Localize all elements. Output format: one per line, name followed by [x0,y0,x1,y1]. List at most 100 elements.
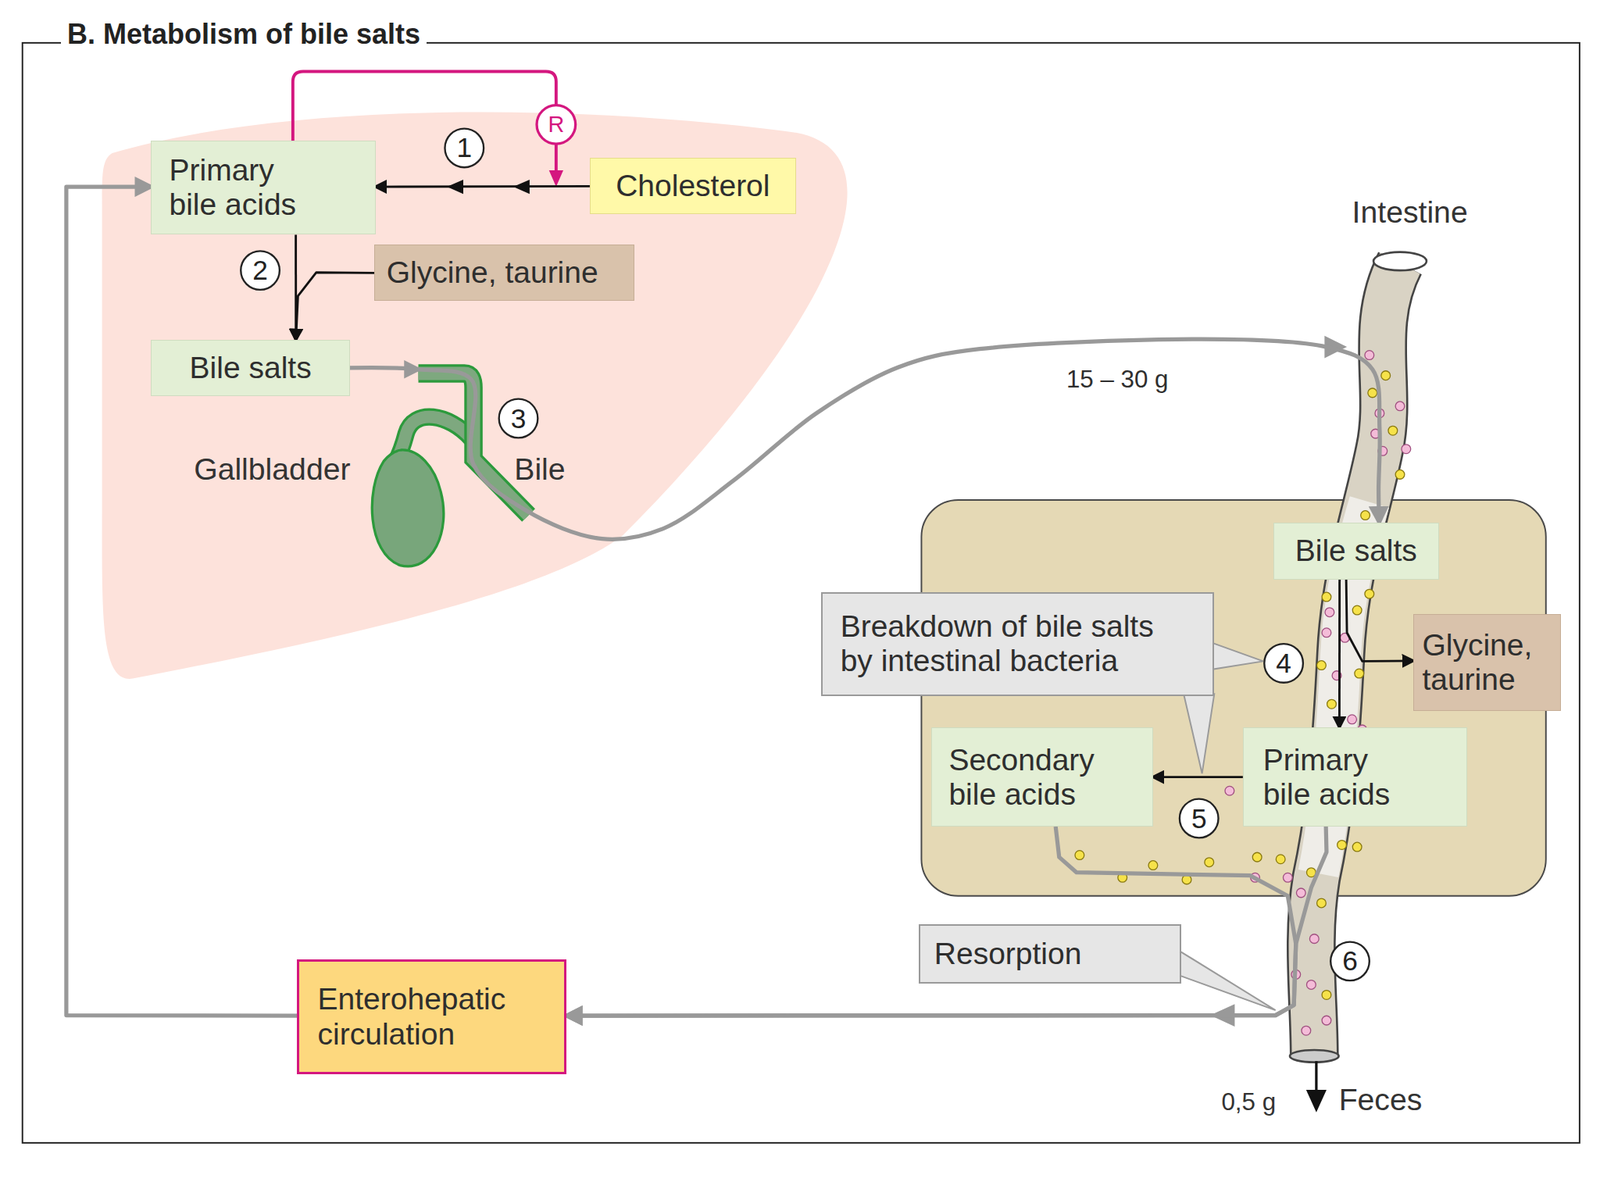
flow-arrow [296,272,375,340]
part-name: Feces [1339,1084,1423,1115]
bile-particle [1367,388,1378,398]
bile-particle [1075,850,1085,861]
flow-arrow [1338,579,1341,728]
part-name: Bile [514,453,565,485]
bile-particle [1352,605,1362,615]
bile-particle [1317,660,1327,671]
bile-particle [1381,371,1391,381]
bile-particle [1204,857,1215,868]
bile-particle [1364,589,1375,599]
regulation-mark: R [547,113,565,136]
flow-arrow [566,826,1327,1016]
diagram-title: B. Metabolism of bile salts [60,18,427,50]
bile-particle [1395,469,1405,479]
feces-arrow [1314,1060,1318,1094]
bile-particle [1337,840,1347,850]
bile-particle [1225,785,1235,796]
cholesterol-box: Cholesterol [589,157,797,215]
callout-circle [1179,799,1219,839]
node-text: Breakdown of bile salts by intestinal ba… [840,609,1183,679]
flow-arrow [66,186,297,1016]
callout-number: 2 [252,256,268,284]
callout-pointer [1179,950,1276,1011]
bile-acid-box: Primary bile acids [1242,727,1468,827]
callout-box: Resorption [918,924,1183,984]
node-text: Enterohepatic circulation [317,982,547,1051]
regulation-arrowhead [549,170,564,187]
callout-number: 1 [456,134,472,162]
node-text: Resorption [934,936,1171,972]
bile-particle [1325,607,1335,618]
bile-salt-box: Bile salts [150,339,350,397]
flow-arrow [566,826,1297,1016]
bile-particle [1296,888,1306,898]
bile-particle [1301,1025,1311,1036]
callout-circle [1330,942,1370,982]
flow-arrow [1153,775,1243,779]
callout-box: Breakdown of bile salts by intestinal ba… [821,592,1215,697]
amino-acid-box: Glycine, taurine [1413,614,1561,711]
intestine-end [1289,1050,1340,1063]
flow-arrow [375,185,590,189]
regulation-line [554,143,558,174]
bile-duct [418,373,529,516]
bile-particle [1352,842,1362,852]
callout-number: 4 [1275,649,1292,677]
feces-arrowhead [1306,1089,1327,1113]
intestine-outline [1310,263,1400,1057]
bile-particle [1347,714,1358,725]
intestine-opening [1373,252,1427,272]
regulation-circle [536,105,576,145]
bile-salt-box: Bile salts [1273,522,1440,580]
callout-circle [1264,643,1304,683]
bile-particle [1306,980,1316,990]
part-name: Intestine [1352,196,1468,228]
bile-particle [1275,854,1286,865]
callout-pointer [1212,642,1264,670]
bile-particle [1354,668,1365,679]
bile-particle [1327,699,1337,709]
node-text: Secondary bile acids [948,742,1122,812]
node-text: Cholesterol [596,168,790,204]
callout-number: 5 [1191,804,1208,833]
callout-circle [240,250,280,290]
callout-number: 3 [510,404,527,433]
node-text: Primary bile acids [1263,742,1416,812]
bile-particle [1360,510,1371,521]
edge-label: 15 – 30 g [1066,367,1169,392]
bile-acid-box: Secondary bile acids [931,727,1153,827]
gallbladder-shape [371,450,444,567]
bile-particle [1401,444,1411,454]
node-text: Primary bile acids [169,153,319,222]
intestine-tube [1310,263,1400,1057]
bile-particle [1364,350,1375,361]
flow-arrow [350,339,1380,540]
callout-pointer [1183,693,1215,774]
circulation-box: Enterohepatic circulation [296,959,567,1075]
bile-particle [1321,592,1332,602]
node-text: Glycine, taurine [386,255,626,290]
callout-circle [444,128,484,168]
bile-particle [1282,872,1293,883]
frame [22,42,1580,1143]
bile-particle [1388,425,1398,436]
regulation-line [292,71,557,141]
node-text: Bile salts [157,350,343,386]
bile-particle [1321,628,1332,638]
bile-particle [1321,1015,1332,1025]
bile-duct-outline [418,373,529,516]
bile-particle [1395,401,1405,411]
flow-arrow [1346,579,1414,661]
amount-label: 0,5 g [1221,1089,1276,1115]
bile-particle [1148,860,1158,871]
callout-circle [499,399,539,439]
bile-acid-box: Primary bile acids [150,140,375,235]
node-text: Bile salts [1280,533,1433,568]
bile-particle [1309,934,1319,944]
bile-particle [1317,898,1327,908]
callout-number: 6 [1342,947,1358,975]
bile-particle [1252,852,1262,862]
